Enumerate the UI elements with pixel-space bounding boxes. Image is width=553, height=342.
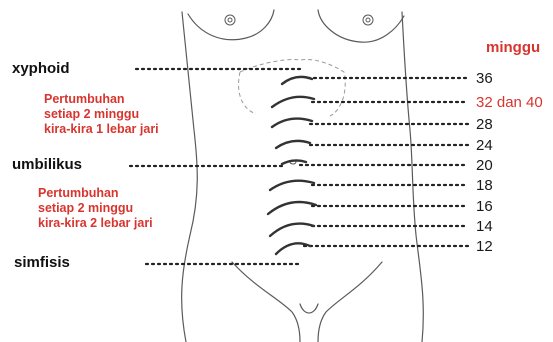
umbilikus-label: umbilikus <box>12 157 82 172</box>
growth-note-lower: Pertumbuhan setiap 2 minggu kira-kira 2 … <box>38 186 153 231</box>
week-label-14: 14 <box>476 219 493 234</box>
nipple-icons <box>225 15 373 25</box>
fundal-arc-24 <box>276 141 310 148</box>
fundal-arc-28 <box>272 119 312 127</box>
growth-note-lower-line-3: kira-kira 2 lebar jari <box>38 216 153 231</box>
fundal-arc-14 <box>270 224 314 236</box>
week-lines <box>300 78 468 246</box>
week-label-20: 20 <box>476 158 493 173</box>
growth-note-upper-line-2: setiap 2 minggu <box>44 107 159 122</box>
xyphoid-label: xyphoid <box>12 61 70 76</box>
fundal-arc-36 <box>282 77 312 84</box>
weeks-header: minggu <box>486 40 540 55</box>
growth-note-upper: Pertumbuhan setiap 2 minggu kira-kira 1 … <box>44 92 159 137</box>
growth-note-upper-line-1: Pertumbuhan <box>44 92 159 107</box>
week-label-24: 24 <box>476 138 493 153</box>
fundal-arc-16 <box>268 202 316 214</box>
growth-note-lower-line-1: Pertumbuhan <box>38 186 153 201</box>
week-label-32-40: 32 dan 40 <box>476 95 543 110</box>
week-label-28: 28 <box>476 117 493 132</box>
week-label-12: 12 <box>476 239 493 254</box>
week-label-18: 18 <box>476 178 493 193</box>
week-label-16: 16 <box>476 199 493 214</box>
simfisis-label: simfisis <box>14 255 70 270</box>
fundal-arc-12 <box>276 243 310 254</box>
fundal-arc-18 <box>270 181 314 190</box>
week-label-36: 36 <box>476 71 493 86</box>
fundal-arc-32-40 <box>272 97 314 107</box>
growth-note-lower-line-2: setiap 2 minggu <box>38 201 153 216</box>
growth-note-upper-line-3: kira-kira 1 lebar jari <box>44 122 159 137</box>
